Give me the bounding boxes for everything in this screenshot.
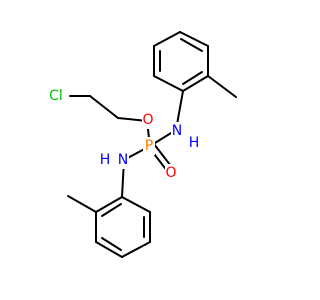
atom-h-upper: H: [189, 135, 200, 151]
methyl-upper: [207, 75, 237, 98]
upper-benzene-ring: [153, 31, 237, 98]
atom-cl: Cl: [49, 88, 63, 104]
methyl-lower: [67, 195, 97, 213]
atom-h-lower: H: [100, 152, 111, 168]
bond-c-c: [89, 95, 119, 119]
atom-n-lower: N: [118, 152, 128, 168]
atom-n-upper: N: [172, 123, 182, 139]
lower-benzene-ring: [67, 195, 151, 258]
atom-labels: Cl O N H P O N H: [44, 86, 200, 182]
atom-o-double: O: [165, 165, 176, 181]
atom-p: P: [145, 138, 153, 154]
molecule-structure: Cl O N H P O N H: [44, 31, 237, 258]
structure-canvas: Cl O N H P O N H: [44, 31, 237, 258]
atom-o-ether: O: [142, 112, 153, 128]
